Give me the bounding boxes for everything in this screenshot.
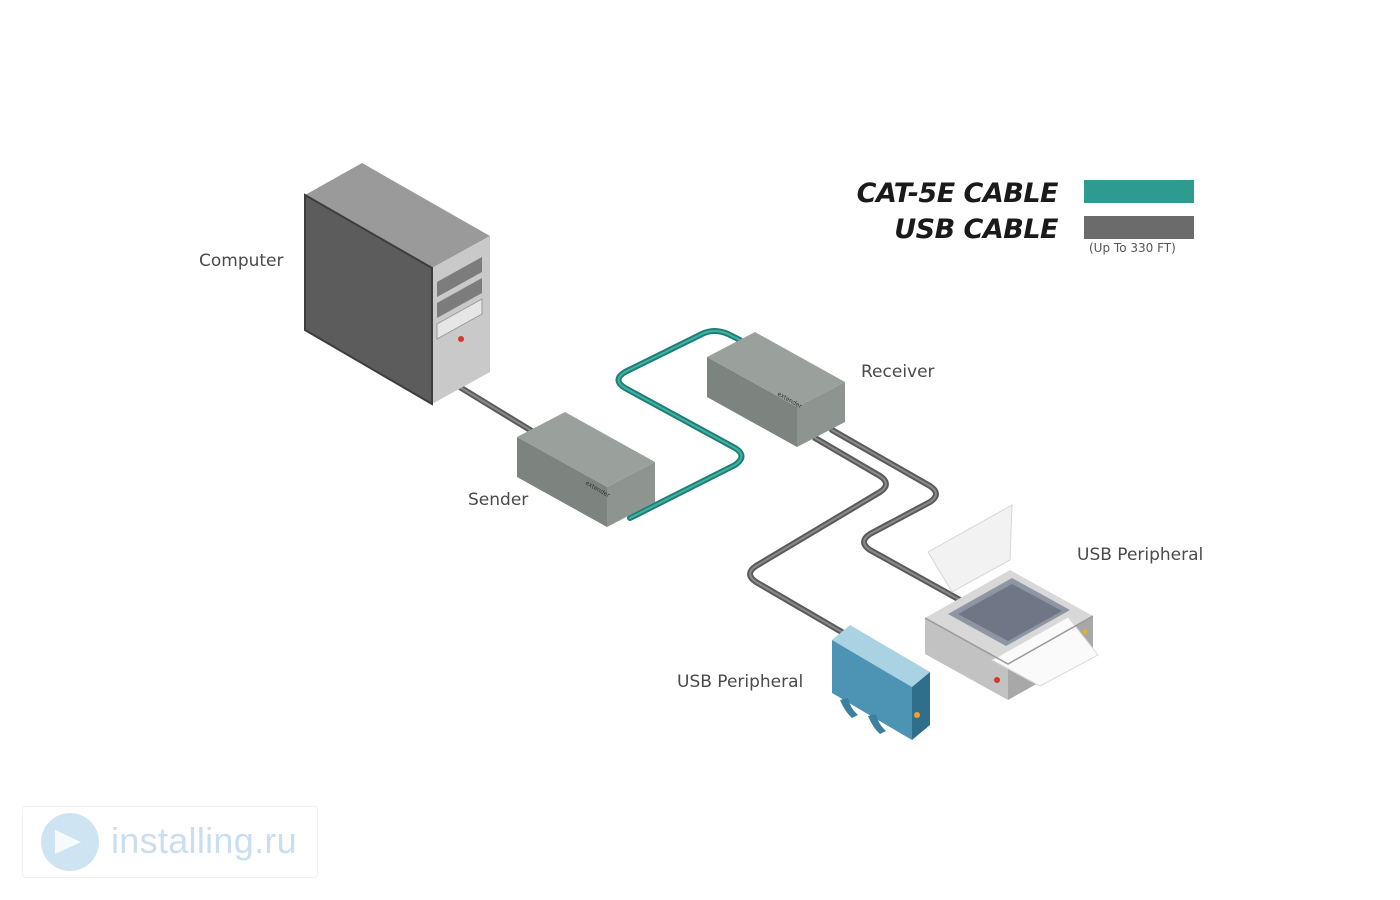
watermark: installing.ru (22, 806, 318, 878)
usb-cable-receiver-to-printer (829, 427, 963, 603)
printer-icon (924, 504, 1099, 700)
watermark-logo-icon (41, 813, 99, 871)
receiver-label: Receiver (861, 362, 935, 382)
usb-peripheral-drive-label: USB Peripheral (677, 672, 803, 692)
cat5e-cable (615, 328, 745, 521)
usb-cable-computer-to-sender (455, 383, 543, 439)
legend-usb-label: USB CABLE (894, 214, 1059, 245)
legend: CAT-5E CABLE USB CABLE (Up To 330 FT) (857, 178, 1194, 255)
legend-cat5e-swatch (1084, 180, 1194, 203)
legend-usb-swatch (1084, 216, 1194, 239)
watermark-text: installing.ru (111, 820, 297, 861)
receiver-box-icon: extender (707, 332, 845, 447)
legend-range-note: (Up To 330 FT) (1089, 241, 1176, 255)
usb-peripheral-printer-label: USB Peripheral (1077, 545, 1203, 565)
legend-cat5e-label: CAT-5E CABLE (857, 178, 1059, 209)
sender-label: Sender (468, 490, 528, 510)
usb-drive-icon (832, 625, 930, 740)
usb-cable-receiver-to-drive (747, 435, 889, 641)
sender-box-icon: extender (517, 412, 655, 527)
computer-tower-icon (304, 163, 490, 406)
computer-label: Computer (199, 251, 284, 271)
